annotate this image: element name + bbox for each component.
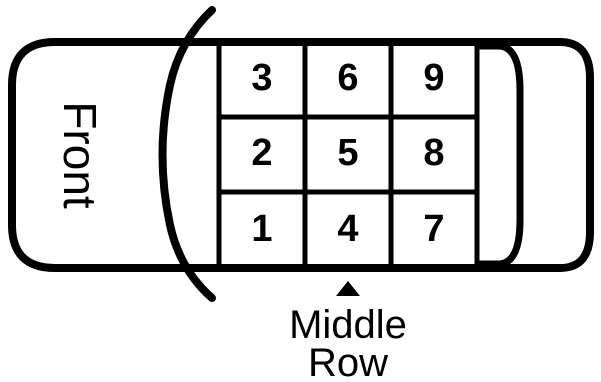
seat-number: 4 [337,208,358,250]
seat-number: 7 [423,208,444,250]
seat-number: 1 [251,208,272,250]
seat-number: 3 [251,57,272,99]
windshield [163,10,213,298]
rear-window [478,46,520,264]
seat-number: 9 [423,57,444,99]
seat-number: 2 [251,132,272,174]
seat-number: 5 [337,132,358,174]
middle-row-marker-icon [336,281,360,296]
seat-number: 8 [423,132,444,174]
front-label: Front [54,101,106,209]
seat-number: 6 [337,57,358,99]
seat-grid: 3 6 9 2 5 8 1 4 7 [219,42,477,268]
middle-row-caption-line2: Row [308,341,388,382]
